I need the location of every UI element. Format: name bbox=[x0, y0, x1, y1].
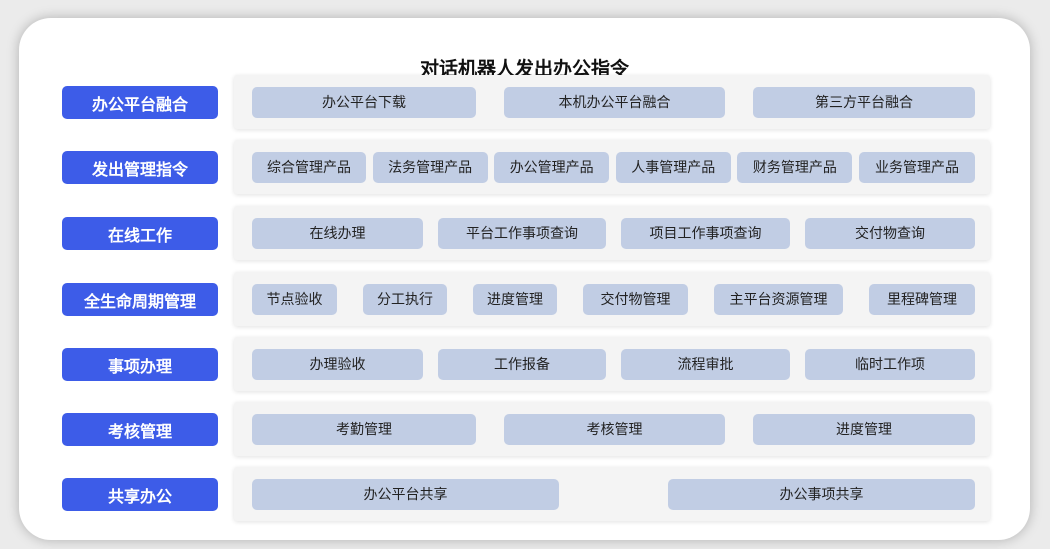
function-item: 综合管理产品 bbox=[252, 151, 366, 183]
function-item: 交付物管理 bbox=[583, 283, 688, 315]
category-panel: 综合管理产品法务管理产品办公管理产品人事管理产品财务管理产品业务管理产品 bbox=[234, 140, 990, 194]
function-item: 在线办理 bbox=[252, 217, 423, 249]
function-item: 人事管理产品 bbox=[615, 151, 731, 183]
category-label: 在线工作 bbox=[62, 217, 218, 250]
category-panel: 办公平台下载本机办公平台融合第三方平台融合 bbox=[234, 75, 990, 129]
function-item: 第三方平台融合 bbox=[753, 86, 975, 118]
row: 发出管理指令综合管理产品法务管理产品办公管理产品人事管理产品财务管理产品业务管理… bbox=[62, 140, 990, 194]
category-label: 考核管理 bbox=[62, 413, 218, 446]
category-panel: 在线办理平台工作事项查询项目工作事项查询交付物查询 bbox=[234, 206, 990, 260]
function-item: 考勤管理 bbox=[252, 413, 476, 445]
function-item: 工作报备 bbox=[438, 348, 606, 380]
function-item: 临时工作项 bbox=[805, 348, 975, 380]
function-item: 财务管理产品 bbox=[737, 151, 853, 183]
category-label: 共享办公 bbox=[62, 478, 218, 511]
function-item: 平台工作事项查询 bbox=[438, 217, 606, 249]
function-item: 办公平台共享 bbox=[252, 478, 559, 510]
diagram-title: 对话机器人发出办公指令 bbox=[419, 58, 629, 80]
function-item: 法务管理产品 bbox=[372, 151, 488, 183]
category-panel: 考勤管理考核管理进度管理 bbox=[234, 402, 990, 456]
function-item: 办理验收 bbox=[252, 348, 423, 380]
row: 全生命周期管理节点验收分工执行进度管理交付物管理主平台资源管理里程碑管理 bbox=[62, 272, 990, 326]
function-item: 进度管理 bbox=[473, 283, 557, 315]
function-item: 项目工作事项查询 bbox=[621, 217, 790, 249]
function-item: 交付物查询 bbox=[805, 217, 975, 249]
category-label: 办公平台融合 bbox=[62, 86, 218, 119]
row: 事项办理办理验收工作报备流程审批临时工作项 bbox=[62, 337, 990, 391]
function-item: 考核管理 bbox=[504, 413, 725, 445]
row: 办公平台融合办公平台下载本机办公平台融合第三方平台融合 bbox=[62, 75, 990, 129]
function-item: 进度管理 bbox=[753, 413, 975, 445]
category-panel: 办理验收工作报备流程审批临时工作项 bbox=[234, 337, 990, 391]
category-panel: 办公平台共享 办公事项共享 bbox=[234, 467, 990, 521]
category-label: 事项办理 bbox=[62, 348, 218, 381]
row: 共享办公 办公平台共享 办公事项共享 bbox=[62, 467, 990, 521]
function-item: 分工执行 bbox=[363, 283, 447, 315]
category-label: 发出管理指令 bbox=[62, 151, 218, 184]
function-item: 办公管理产品 bbox=[494, 151, 610, 183]
function-item: 主平台资源管理 bbox=[714, 283, 843, 315]
function-item: 流程审批 bbox=[621, 348, 790, 380]
function-item: 里程碑管理 bbox=[869, 283, 975, 315]
row: 在线工作在线办理平台工作事项查询项目工作事项查询交付物查询 bbox=[62, 206, 990, 260]
row: 考核管理考勤管理考核管理进度管理 bbox=[62, 402, 990, 456]
function-item: 业务管理产品 bbox=[858, 151, 975, 183]
function-item: 本机办公平台融合 bbox=[504, 86, 725, 118]
function-item: 办公平台下载 bbox=[252, 86, 476, 118]
category-panel: 节点验收分工执行进度管理交付物管理主平台资源管理里程碑管理 bbox=[234, 272, 990, 326]
category-label: 全生命周期管理 bbox=[62, 283, 218, 316]
function-item: 办公事项共享 bbox=[668, 478, 975, 510]
function-item: 节点验收 bbox=[252, 283, 337, 315]
